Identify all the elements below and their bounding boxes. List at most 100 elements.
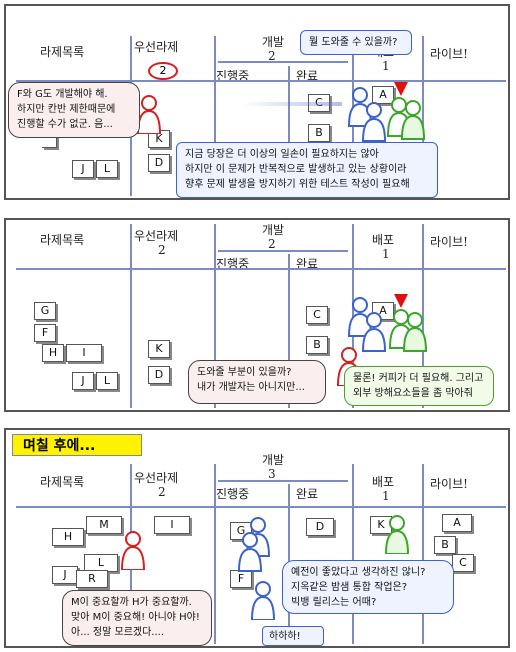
- grid-vline: [214, 464, 216, 644]
- bubble-text: M이 중요할까 H가 중요할까.: [71, 597, 192, 608]
- header-priority: 우선라제: [134, 40, 179, 54]
- speech-bubble-laugh: 하하하!: [262, 626, 324, 646]
- card-c[interactable]: C: [306, 306, 328, 324]
- speech-bubble-confused: M이 중요할까 H가 중요할까. 맞아 M이 중요해! 아니야 H야! 아...…: [62, 590, 212, 646]
- grid-vline: [422, 464, 424, 644]
- green-people-group-icon: [388, 309, 428, 352]
- comic-panel-3: 며칠 후에... 라제목록 우선라제 2 개발 3 진행중 완료 배포 1 라이…: [4, 428, 510, 648]
- green-people-group-icon: [386, 97, 426, 140]
- bubble-text: F와 G도 개발해야 해.: [17, 89, 108, 100]
- header-deploy: 배포: [372, 233, 395, 247]
- header-backlog: 라제목록: [40, 233, 85, 247]
- bubble-text: 하하하!: [269, 631, 301, 642]
- bubble-text: 빅뱅 릴리스는 어때?: [291, 597, 377, 608]
- comic-panel-2: 라제목록 우선라제 2 개발 2 진행중 완료 배포 1 라이브! G F H …: [4, 218, 510, 412]
- header-in-progress: 진행중: [216, 69, 250, 83]
- card-c[interactable]: C: [308, 94, 330, 112]
- card-b[interactable]: B: [434, 536, 456, 554]
- card-i[interactable]: I: [66, 344, 102, 362]
- grid-hline-dev: [218, 61, 348, 63]
- card-a[interactable]: A: [372, 86, 394, 104]
- card-l[interactable]: L: [96, 160, 118, 178]
- header-dev: 개발: [262, 453, 285, 467]
- card-j[interactable]: J: [72, 372, 94, 390]
- header-in-progress: 진행중: [216, 257, 250, 271]
- speech-bubble-explanation: 지금 당장은 더 이상의 일손이 필요하지는 않아 하지만 이 문제가 반복적으…: [176, 142, 438, 198]
- blue-people-group-icon: [238, 517, 271, 572]
- header-backlog: 라제목록: [40, 45, 85, 59]
- card-r[interactable]: R: [76, 570, 108, 588]
- green-person-icon: [384, 515, 410, 554]
- caption-banner: 며칠 후에...: [12, 434, 142, 456]
- header-live: 라이브!: [430, 235, 468, 249]
- motion-line: [242, 102, 342, 106]
- bubble-text: 아... 정말 모르겠다....: [71, 627, 165, 638]
- header-dev: 개발: [262, 35, 285, 49]
- header-priority: 우선라제: [134, 471, 179, 485]
- card-a[interactable]: A: [442, 514, 472, 532]
- grid-vline: [288, 66, 290, 196]
- card-h[interactable]: H: [52, 528, 84, 546]
- header-backlog: 라제목록: [40, 475, 85, 489]
- bubble-text: 뭘 도와줄 수 있을까?: [309, 37, 398, 48]
- grid-vline: [214, 224, 216, 408]
- card-h[interactable]: H: [42, 344, 64, 362]
- card-g[interactable]: G: [34, 302, 56, 320]
- bubble-text: 외부 방해요소들을 좀 막아줘: [353, 388, 473, 399]
- card-b[interactable]: B: [306, 336, 328, 354]
- card-c[interactable]: C: [452, 554, 474, 572]
- card-d[interactable]: D: [306, 518, 334, 536]
- wip-limit-marker-icon: [394, 82, 408, 96]
- grid-vline: [422, 224, 424, 408]
- red-person-icon: [136, 95, 162, 134]
- speech-bubble-tease: 예전이 좋았다고 생각하진 않니? 지옥같은 밤샘 통합 작업은? 빅뱅 릴리스…: [282, 560, 454, 614]
- speech-bubble-thinking: F와 G도 개발해야 해. 하지만 칸반 제한때문에 진행할 수가 없군. 음.…: [8, 82, 140, 138]
- card-d[interactable]: D: [148, 366, 170, 384]
- grid-hline: [16, 268, 506, 270]
- grid-hline: [16, 80, 506, 82]
- speech-bubble-reply: 물론! 커피가 더 필요해. 그리고 외부 방해요소들을 좀 막아줘: [344, 366, 494, 406]
- priority-limit: 2: [158, 485, 166, 499]
- grid-vline: [422, 36, 424, 196]
- header-done: 완료: [296, 257, 319, 271]
- grid-hline: [16, 506, 506, 508]
- blue-people-group-icon: [347, 87, 387, 142]
- card-j[interactable]: J: [52, 566, 78, 584]
- red-person-icon: [120, 531, 146, 570]
- header-live: 라이브!: [430, 477, 468, 491]
- card-f[interactable]: F: [34, 324, 56, 342]
- deploy-limit: 1: [382, 489, 390, 503]
- card-j[interactable]: J: [72, 160, 94, 178]
- bubble-text: 하지만 이 문제가 반복적으로 발생하고 있는 상황이라: [185, 164, 407, 175]
- bubble-text: 내가 개발자는 아니지만...: [197, 382, 305, 393]
- header-in-progress: 진행중: [216, 487, 250, 501]
- grid-vline: [214, 36, 216, 196]
- card-m[interactable]: M: [86, 516, 122, 534]
- blue-people-group-icon: [347, 297, 387, 352]
- bubble-text: 맞아 M이 중요해! 아니야 H야!: [71, 612, 200, 623]
- deploy-limit: 1: [382, 247, 390, 261]
- bubble-text: 하지만 칸반 제한때문에: [17, 104, 116, 115]
- dev-limit: 2: [268, 49, 276, 63]
- bubble-text: 지금 당장은 더 이상의 일손이 필요하지는 않아: [185, 149, 379, 160]
- bubble-text: 도와줄 부분이 있을까?: [197, 367, 292, 378]
- card-b[interactable]: B: [308, 124, 330, 142]
- grid-hline-dev: [218, 250, 348, 252]
- header-deploy: 배포: [372, 475, 395, 489]
- card-l[interactable]: L: [96, 372, 118, 390]
- bubble-text: 물론! 커피가 더 필요해. 그리고: [353, 373, 484, 384]
- card-k[interactable]: K: [148, 340, 170, 358]
- card-d[interactable]: D: [148, 154, 170, 172]
- grid-vline: [352, 464, 354, 644]
- card-i[interactable]: I: [154, 516, 190, 534]
- header-priority: 우선라제: [134, 229, 179, 243]
- dev-limit: 2: [268, 237, 276, 251]
- grid-vline: [130, 224, 132, 408]
- dev-limit: 3: [268, 467, 276, 481]
- bubble-text: 진행할 수가 없군. 음...: [17, 119, 113, 130]
- card-f[interactable]: F: [230, 570, 252, 588]
- speech-bubble-help: 뭘 도와줄 수 있을까?: [300, 30, 412, 55]
- bubble-text: 지옥같은 밤샘 통합 작업은?: [291, 582, 408, 593]
- grid-hline-dev: [218, 480, 348, 482]
- header-dev: 개발: [262, 223, 285, 237]
